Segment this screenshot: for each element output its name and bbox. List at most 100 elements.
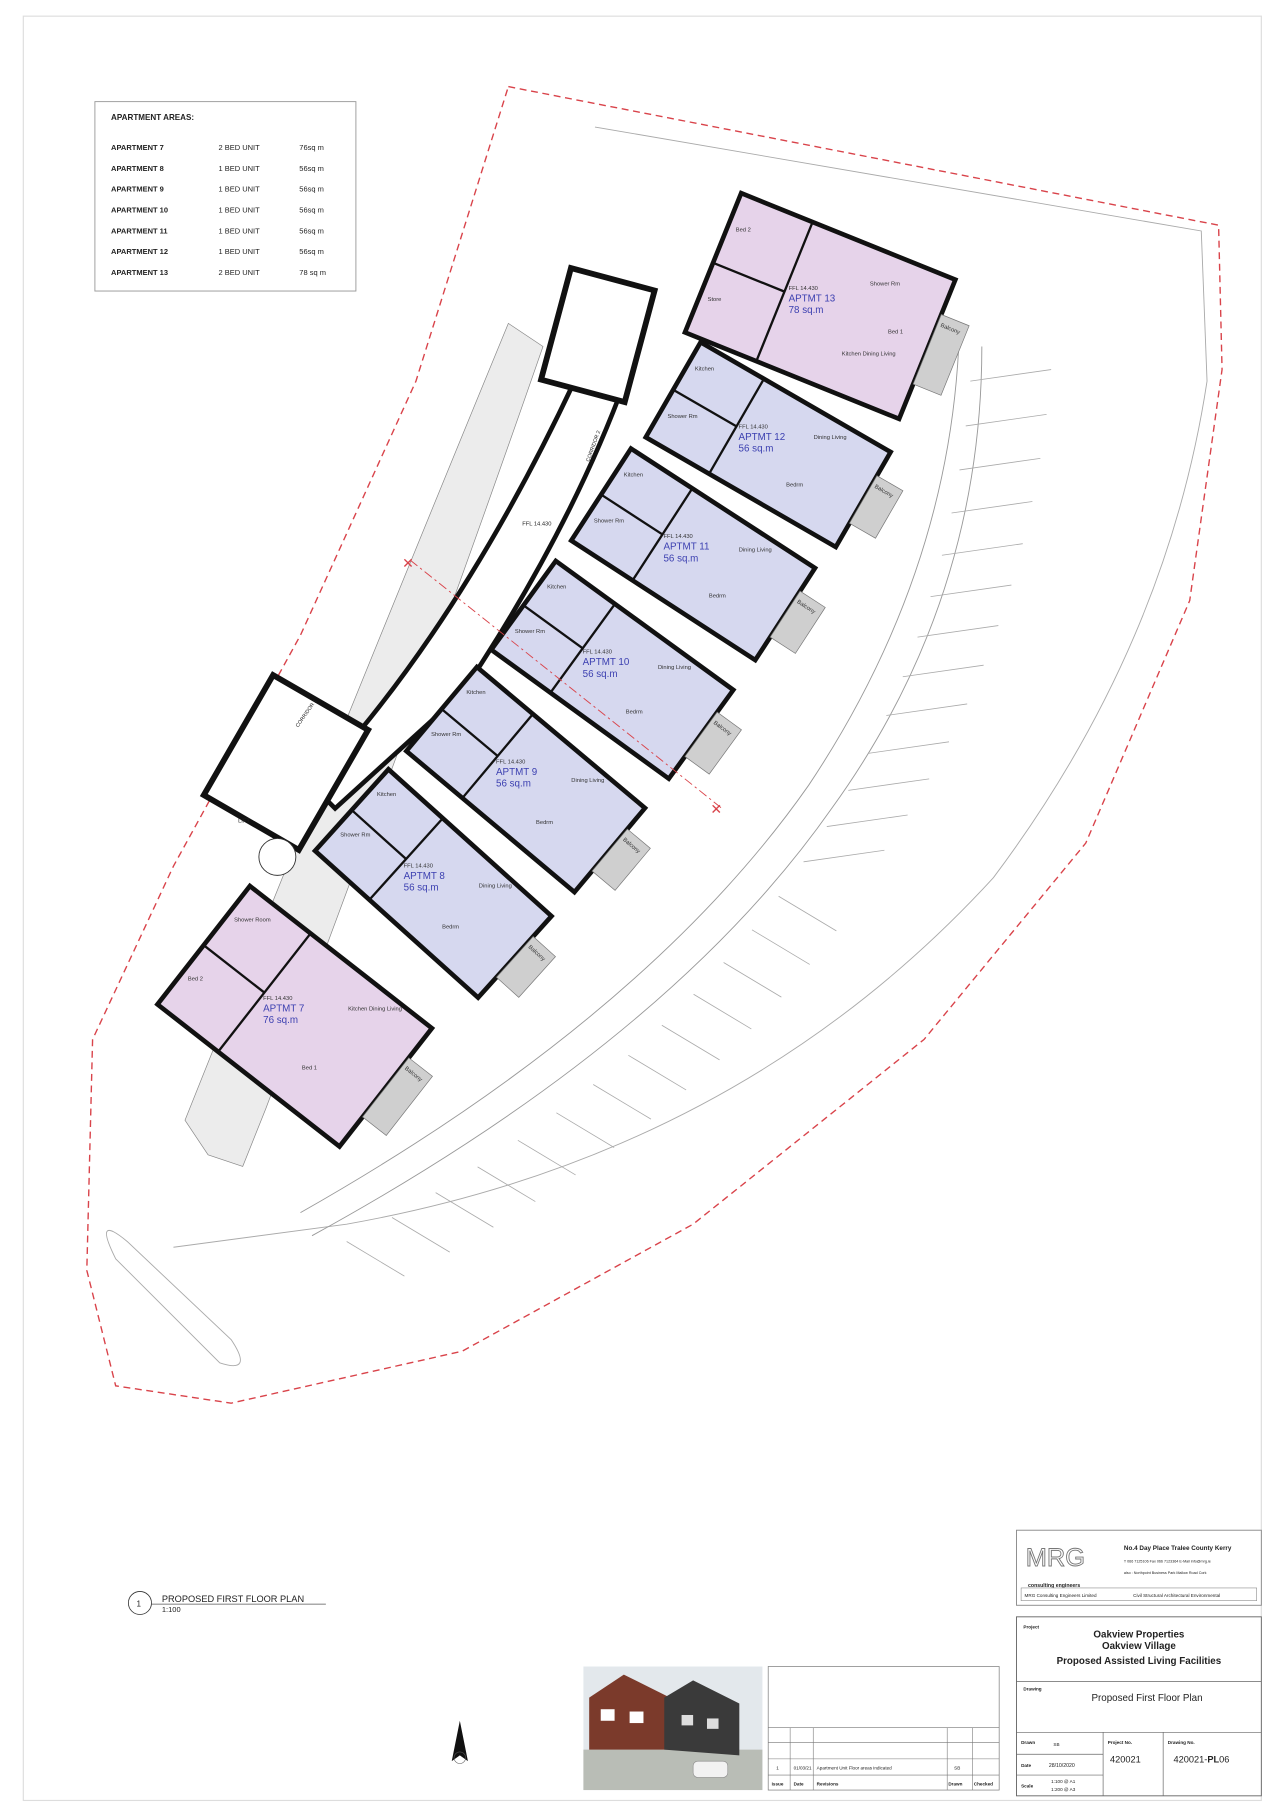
apartment-area: 56 sq.m: [739, 444, 774, 455]
apartment-label: APTMT 8: [404, 871, 446, 882]
revision-date: 01/03/21: [794, 1765, 812, 1770]
revision-issue: 1: [776, 1765, 779, 1770]
lift-lobby: [258, 837, 297, 876]
parking-bay-line: [848, 778, 930, 791]
area-row-area: 56sq m: [299, 226, 324, 235]
plan-title-text: PROPOSED FIRST FLOOR PLAN: [162, 1594, 304, 1604]
room-label: Shower Rm: [340, 833, 370, 839]
address: No.4 Day Place Tralee County Kerry: [1124, 1545, 1232, 1552]
render-thumbnail: [583, 1666, 763, 1791]
room-label: Bedrm: [626, 710, 643, 716]
logo-subtitle: consulting engineers: [1028, 1583, 1080, 1589]
parking-bay-line: [902, 664, 984, 678]
balcony: [769, 590, 826, 654]
mrg-logo: MRG: [1026, 1544, 1085, 1572]
area-row-area: 56sq m: [299, 247, 324, 256]
ffl-label: FFL 14.430: [404, 863, 433, 869]
revision-header-revisions: Revisions: [817, 1781, 839, 1786]
parking-bay-line: [778, 895, 837, 932]
room-label: Bedrm: [786, 483, 803, 489]
project-no: 420021: [1110, 1754, 1141, 1764]
apartment-area: 56 sq.m: [496, 778, 531, 789]
room-label: Shower Rm: [667, 414, 697, 420]
area-row: APARTMENT 13 2 BED UNIT 78 sq m: [111, 268, 326, 277]
room-label: Store: [708, 297, 722, 303]
parking-bay-line: [951, 501, 1033, 514]
date-label: Date: [1021, 1763, 1031, 1768]
room-label: Kitchen Dining Living: [842, 351, 896, 357]
company-name: MRG Consulting Engineers Limited: [1025, 1593, 1097, 1598]
parking-bay-line: [886, 703, 968, 716]
room-label: Bedrm: [536, 820, 553, 826]
room-label: Shower Rm: [515, 629, 545, 635]
room-label: Shower Rm: [431, 732, 461, 738]
parking-bay-line: [941, 543, 1023, 556]
revision-header-issue: Issue: [772, 1781, 784, 1786]
area-row-area: 78 sq m: [299, 268, 326, 277]
room-label: Bed 1: [888, 329, 903, 335]
parking-bay-line: [391, 1217, 450, 1253]
drawing-title: Proposed First Floor Plan: [1091, 1693, 1202, 1704]
ffl-label: FFL 14.430: [789, 286, 818, 292]
parking-bay-line: [661, 1024, 720, 1061]
branch-address: also : Northpoint Business Park Mallow R…: [1124, 1571, 1207, 1575]
room-label: Shower Room: [234, 917, 271, 923]
room-label: Dining Living: [479, 884, 512, 890]
room-label: Dining Living: [571, 778, 604, 784]
section-marker-icon: ✕: [402, 555, 414, 571]
ffl-label: FFL 14.430: [263, 996, 292, 1002]
area-row-type: 2 BED UNIT: [218, 143, 260, 152]
building-core: LIFT CORRIDOR 1 CORRIDOR 2 FFL 14.430: [199, 264, 659, 876]
room-label: Kitchen Dining Living: [348, 1006, 402, 1012]
areas-table-title: APARTMENT AREAS:: [111, 113, 194, 122]
ffl-label: FFL 14.430: [583, 650, 612, 656]
drawn-by: SB: [1053, 1742, 1059, 1747]
area-row-type: 1 BED UNIT: [218, 247, 260, 256]
parking-bay-line: [803, 849, 885, 863]
room-label: Bedrm: [709, 593, 726, 599]
north-arrow-icon: [451, 1720, 468, 1764]
disciplines: Civil Structural Architectural Environme…: [1133, 1593, 1220, 1598]
scale-line-1: 1:100 @ A1: [1051, 1779, 1076, 1784]
contact: T 066 7125106 Fax 066 7123364 E-Mail inf…: [1124, 1560, 1211, 1564]
ffl-label: FFL 14.430: [496, 759, 525, 765]
room-label: Dining Living: [739, 547, 772, 553]
parking-bay-line: [930, 584, 1012, 598]
balcony: [684, 711, 742, 775]
parking-bay-line: [346, 1241, 405, 1277]
road-curve-outer: [311, 346, 983, 1237]
parking-bay-line: [593, 1084, 652, 1120]
room-label: Kitchen: [695, 367, 714, 373]
drawing-label: Drawing: [1023, 1687, 1041, 1692]
parking-bay-line: [751, 929, 810, 965]
room-label: Dining Living: [658, 665, 691, 671]
parking-bay-line: [826, 814, 908, 827]
balcony: [912, 314, 970, 396]
area-row-type: 1 BED UNIT: [218, 164, 260, 173]
parking-bay-line: [959, 457, 1041, 471]
apartment-area: 78 sq.m: [789, 305, 824, 316]
revision-header-drawn: Drawn: [948, 1781, 962, 1786]
room-label: Kitchen: [547, 585, 566, 591]
area-row-type: 2 BED UNIT: [218, 268, 260, 277]
area-row-name: APARTMENT 13: [111, 268, 168, 277]
area-row-type: 1 BED UNIT: [218, 205, 260, 214]
room-label: Bed 2: [188, 976, 203, 982]
balcony: [591, 828, 651, 891]
landscape-kerb: [106, 1230, 241, 1367]
balcony: [362, 1057, 433, 1136]
apartment-label: APTMT 9: [496, 767, 537, 778]
area-row-type: 1 BED UNIT: [218, 185, 260, 194]
project-line-2: Oakview Village: [1102, 1641, 1176, 1652]
sheet-border: [22, 15, 1262, 1802]
parking-bay-line: [965, 413, 1047, 427]
balcony: [495, 936, 556, 998]
apartment-area: 56 sq.m: [583, 669, 618, 680]
